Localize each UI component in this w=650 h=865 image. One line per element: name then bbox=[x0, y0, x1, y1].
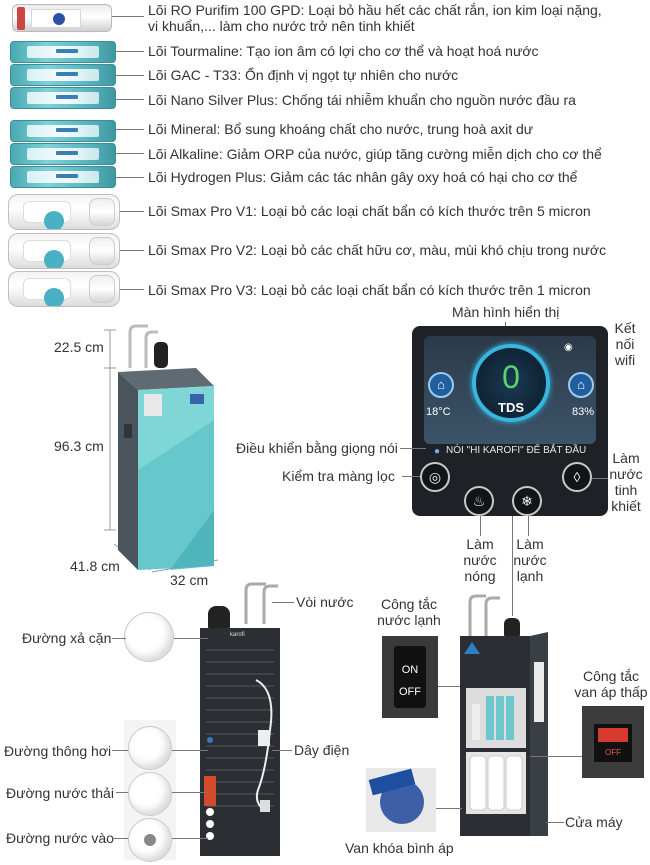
hot-water-button[interactable]: ♨ bbox=[464, 486, 494, 516]
machine-inside-image bbox=[460, 594, 548, 836]
inlet-label: Đường nước vào bbox=[6, 830, 114, 846]
drain-plug-image bbox=[124, 612, 174, 662]
home-temp-icon: ⌂ bbox=[428, 372, 454, 398]
humidity-value: 83% bbox=[572, 406, 595, 418]
filter-smax-v2-label: Lõi Smax Pro V2: Loại bỏ các chất hữu cơ… bbox=[148, 242, 607, 258]
tank-valve-label: Van khóa bình áp bbox=[345, 840, 454, 856]
filter-ro-label: Lõi RO Purifim 100 GPD: Loại bỏ hầu hết … bbox=[148, 2, 602, 18]
machine-rear-image bbox=[200, 582, 280, 856]
home-humidity-icon: ⌂ bbox=[568, 372, 594, 398]
filter-nano-silver-label: Lõi Nano Silver Plus: Chống tái nhiễm kh… bbox=[148, 92, 576, 108]
cold-switch-off[interactable]: OFF bbox=[399, 686, 421, 698]
waste-plug-image bbox=[128, 772, 172, 816]
vent-label: Đường thông hơi bbox=[4, 743, 112, 759]
filter-alkaline-label: Lõi Alkaline: Giảm ORP của nước, giúp tă… bbox=[148, 146, 602, 162]
filter-smax-v1-label: Lõi Smax Pro V1: Loại bỏ các loại chất b… bbox=[148, 203, 591, 219]
filter-alkaline-image bbox=[10, 143, 116, 165]
pure-water-label: Làm nước tinh khiết bbox=[609, 450, 643, 514]
low-pressure-off[interactable]: OFF bbox=[605, 748, 621, 757]
filter-nano-silver-image bbox=[10, 87, 116, 109]
vent-plug-image bbox=[128, 726, 172, 770]
filter-hydrogen-label: Lõi Hydrogen Plus: Giảm các tác nhân gây… bbox=[148, 169, 578, 185]
dimension-width: 32 cm bbox=[170, 572, 209, 588]
filter-gac-label: Lõi GAC - T33: Ổn định vị ngọt tự nhiên … bbox=[148, 67, 459, 83]
machine-front-image bbox=[104, 324, 219, 573]
hot-water-label: Làm nước nóng bbox=[463, 536, 497, 584]
wifi-label: Kết nối wifi bbox=[614, 320, 636, 368]
tds-gauge bbox=[472, 344, 550, 422]
low-pressure-switch-label: Công tắc van áp thấp bbox=[574, 668, 648, 700]
tds-value: 0 bbox=[502, 359, 520, 395]
voice-prompt: NÓI "HI KAROFI" ĐỂ BẮT ĐẦU bbox=[446, 445, 587, 456]
filter-ro-image bbox=[12, 4, 112, 32]
power-cord-label: Dây điện bbox=[294, 742, 350, 758]
filter-hydrogen-image bbox=[10, 166, 116, 188]
voice-control-label: Điều khiển bằng giọng nói bbox=[236, 440, 398, 456]
cold-switch-label: Công tắc nước lạnh bbox=[377, 596, 441, 628]
dimension-top: 22.5 cm bbox=[54, 339, 104, 355]
waste-label: Đường nước thải bbox=[6, 785, 114, 801]
cold-switch-on[interactable]: ON bbox=[401, 664, 419, 676]
dimension-height: 96.3 cm bbox=[54, 438, 104, 454]
cold-water-button[interactable]: ❄ bbox=[512, 486, 542, 516]
filter-check-label: Kiểm tra màng lọc bbox=[282, 468, 395, 484]
tds-label: TDS bbox=[498, 400, 524, 415]
brand-logo: karofi bbox=[230, 632, 245, 638]
filter-gac-image bbox=[10, 64, 116, 86]
faucet-label: Vòi nước bbox=[296, 594, 354, 610]
mic-icon: ● bbox=[434, 446, 441, 457]
filter-smax-v2-image bbox=[8, 233, 120, 269]
filter-tourmaline-image bbox=[10, 41, 116, 63]
low-pressure-switch-image: OFF bbox=[582, 706, 644, 778]
dimension-depth: 41.8 cm bbox=[70, 558, 120, 574]
cold-water-label: Làm nước lạnh bbox=[513, 536, 547, 584]
filter-tourmaline-label: Lõi Tourmaline: Tạo ion âm có lợi cho cơ… bbox=[148, 43, 539, 59]
filter-mineral-image bbox=[10, 120, 116, 142]
tank-valve-image bbox=[366, 768, 436, 832]
drain-label: Đường xả cặn bbox=[22, 630, 112, 646]
cold-switch-image: ON OFF bbox=[382, 636, 438, 718]
filter-mineral-label: Lõi Mineral: Bổ sung khoáng chất cho nướ… bbox=[148, 121, 534, 137]
filter-ro-label-2: vi khuẩn,... làm cho nước trở nên tinh k… bbox=[148, 18, 415, 34]
pure-water-button[interactable]: ◊ bbox=[562, 462, 592, 492]
wifi-icon: ◉ bbox=[564, 342, 573, 353]
display-title: Màn hình hiển thị bbox=[452, 304, 560, 320]
filter-smax-v3-image bbox=[8, 271, 120, 307]
filter-smax-v1-image bbox=[8, 194, 120, 230]
temperature-value: 18°C bbox=[426, 406, 451, 418]
filter-smax-v3-label: Lõi Smax Pro V3: Loại bỏ các loại chất b… bbox=[148, 282, 591, 298]
filter-check-button[interactable]: ◎ bbox=[420, 462, 450, 492]
display-panel: ◉ 0 TDS ⌂ ⌂ 18°C 83% ● NÓI "HI KAROFI" Đ… bbox=[412, 326, 608, 516]
door-label: Cửa máy bbox=[565, 814, 623, 830]
